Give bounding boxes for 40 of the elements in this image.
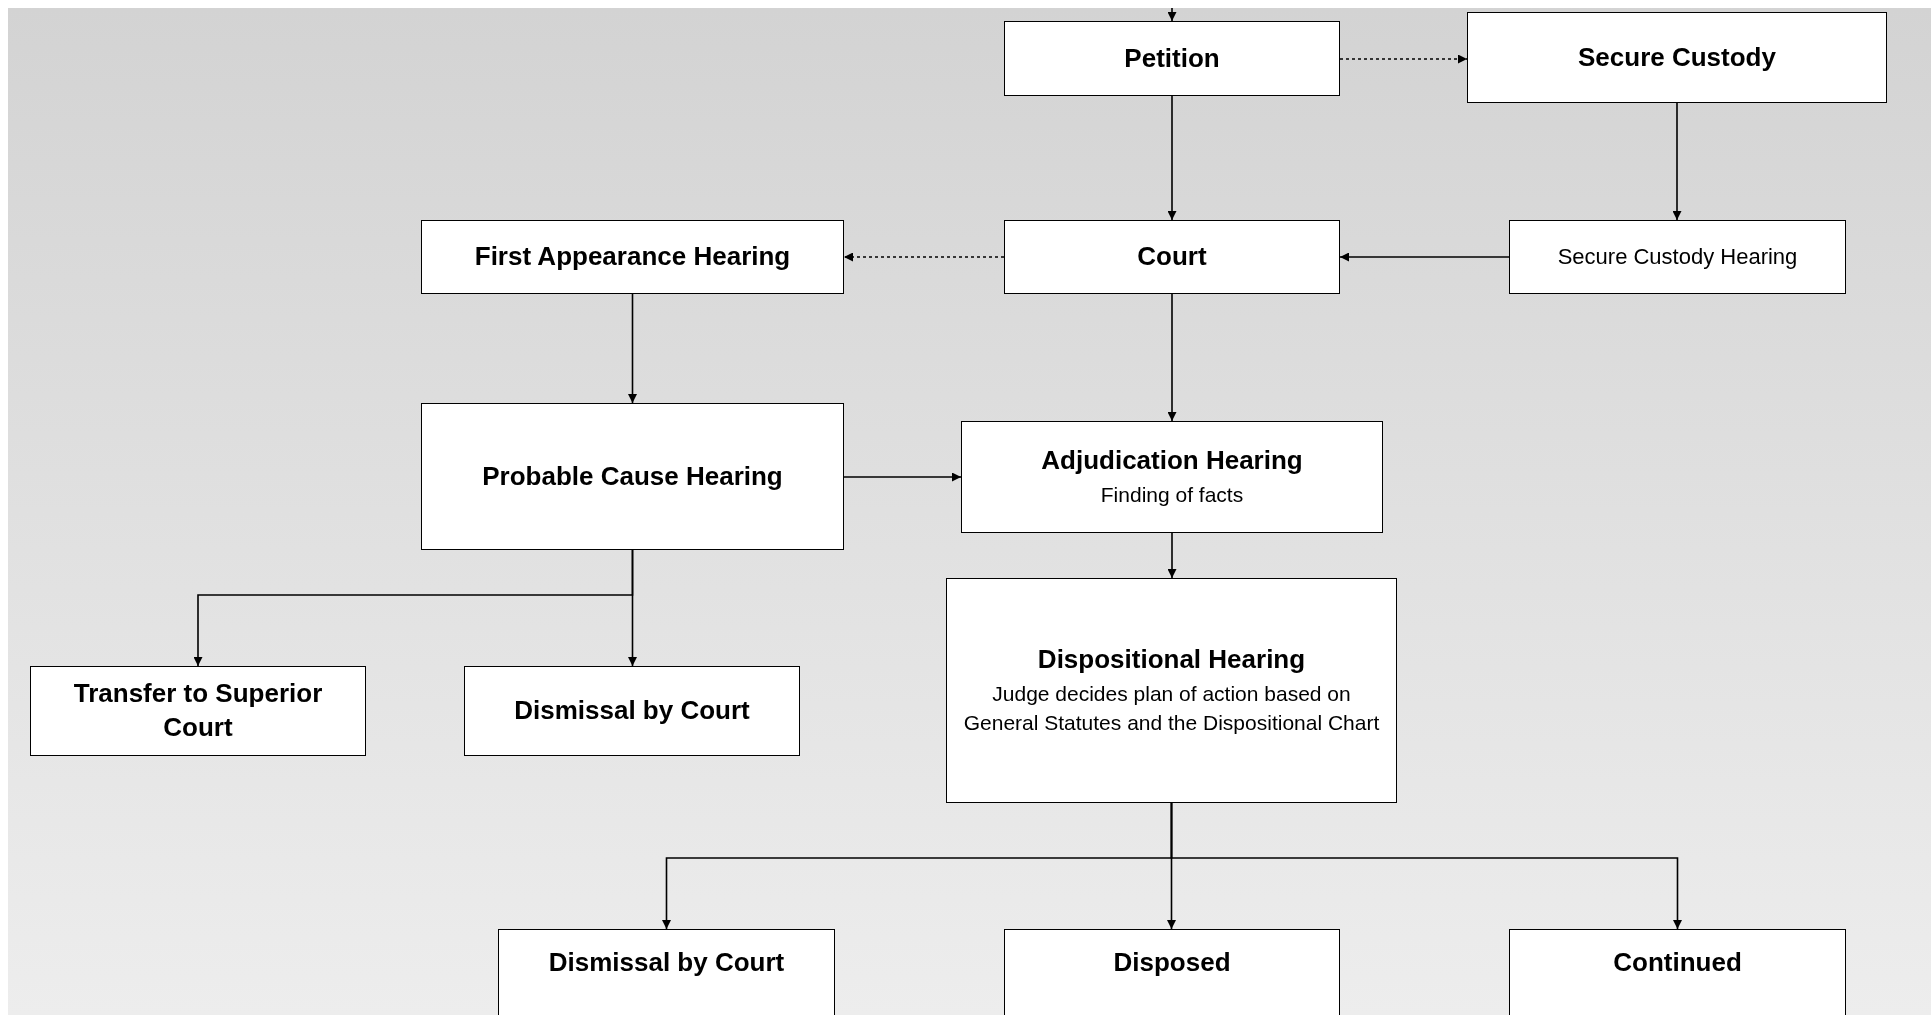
process-box: [421, 220, 844, 294]
arrow: [628, 293, 637, 404]
box-title: Dismissal by Court: [548, 946, 785, 979]
process-box: [498, 929, 835, 1015]
box-title: Court: [1137, 240, 1207, 274]
arrow: [843, 472, 962, 482]
process-box: [1004, 929, 1340, 1015]
arrow: [1170, 802, 1682, 930]
process-box: [1509, 220, 1846, 294]
box-title: Probable Cause Hearing: [482, 459, 783, 493]
box-title: Secure Custody Hearing: [1557, 242, 1798, 271]
box-title: First Appearance Hearing: [474, 240, 791, 274]
box-description: Judge decides plan of action based on General Statutes and the Dispositional Chart: [962, 681, 1381, 737]
arrow: [1167, 95, 1177, 221]
box-title: Dismissal by Court: [514, 694, 750, 728]
arrow: [1167, 532, 1177, 579]
dotted-arrow: [843, 252, 1005, 262]
process-box: [421, 403, 844, 550]
process-box: [464, 666, 800, 756]
box-title: Secure Custody: [1578, 40, 1776, 74]
box-title: Disposed: [1113, 946, 1231, 979]
dotted-arrow: [1339, 54, 1468, 64]
box-title: Petition: [1124, 41, 1220, 75]
process-box: [946, 578, 1397, 803]
process-box: [961, 421, 1383, 533]
process-box: [1467, 12, 1887, 103]
box-title: Transfer to Superior Court: [72, 677, 324, 744]
box-title: Continued: [1613, 946, 1742, 979]
arrow: [628, 549, 637, 667]
process-box: [1509, 929, 1846, 1015]
process-box: [1004, 21, 1340, 96]
process-box: [30, 666, 366, 756]
box-description: Finding of facts: [1100, 482, 1244, 509]
process-box: [1004, 220, 1340, 294]
arrow: [1167, 7, 1177, 22]
box-title: Dispositional Hearing: [1037, 643, 1306, 677]
arrow: [1339, 252, 1510, 262]
box-title: Adjudication Hearing: [1041, 444, 1303, 478]
arrow: [1167, 293, 1177, 422]
arrow: [1672, 102, 1682, 221]
